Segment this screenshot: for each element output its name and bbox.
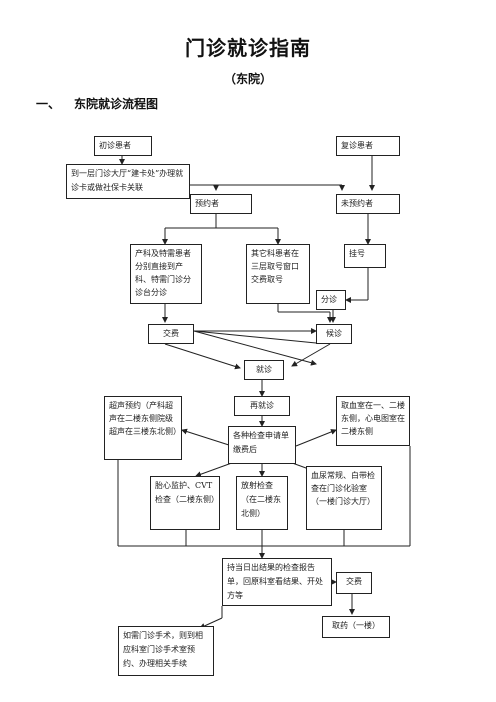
return-visit-box: 复诊患者 (336, 136, 400, 156)
pay2-box: 交费 (336, 572, 372, 594)
section-heading: 一、东院就诊流程图 (36, 95, 158, 112)
exam-pay-box: 各种检查申请单缴费后 (228, 426, 296, 464)
surgery-box: 如需门诊手术，则到相应科室门诊手术室预约、办理相关手续 (118, 626, 214, 676)
section-label: 东院就诊流程图 (74, 97, 159, 111)
pharmacy-box: 取药（一楼） (322, 616, 390, 638)
radiology-box: 放射检查（在二楼东北侧） (236, 476, 288, 530)
card-office-box: 到一层门诊大厅“建卡处”办理就诊卡或做社保卡关联 (66, 164, 190, 199)
first-visit-box: 初诊患者 (94, 136, 152, 156)
blood-draw-box: 取血室在一、二楼东侧，心电图室在二楼东侧 (336, 396, 410, 446)
pay-box: 交费 (148, 324, 194, 344)
wait-box: 候诊 (316, 324, 352, 344)
ultrasound-box: 超声预约（产科超声在二楼东侧院级超声在三楼东北侧） (104, 396, 182, 460)
obstetric-box: 产科及特需患者分别直接到产科、特需门诊分诊台分诊 (130, 244, 202, 304)
other-dept-box: 其它科患者在三层取号窗口交费取号 (246, 244, 310, 304)
register-box: 挂号 (344, 244, 386, 268)
triage-box: 分诊 (316, 290, 346, 310)
lab-box: 血尿常规、白带检查在门诊化验室（一楼门诊大厅） (306, 466, 382, 530)
page-title: 门诊就诊指南 (185, 36, 311, 60)
booked-box: 预约者 (190, 194, 252, 214)
not-booked-box: 未预约者 (336, 194, 400, 214)
page-subtitle: （东院） (223, 72, 272, 86)
results-box: 持当日出结果的检查报告单，回原科室看结果、开处方等 (222, 558, 332, 606)
fetal-box: 胎心监护、CVT检查（二楼东侧） (150, 476, 220, 530)
revisit-box: 再就诊 (234, 396, 290, 416)
section-number: 一、 (36, 97, 61, 111)
consult-box: 就诊 (244, 360, 284, 380)
